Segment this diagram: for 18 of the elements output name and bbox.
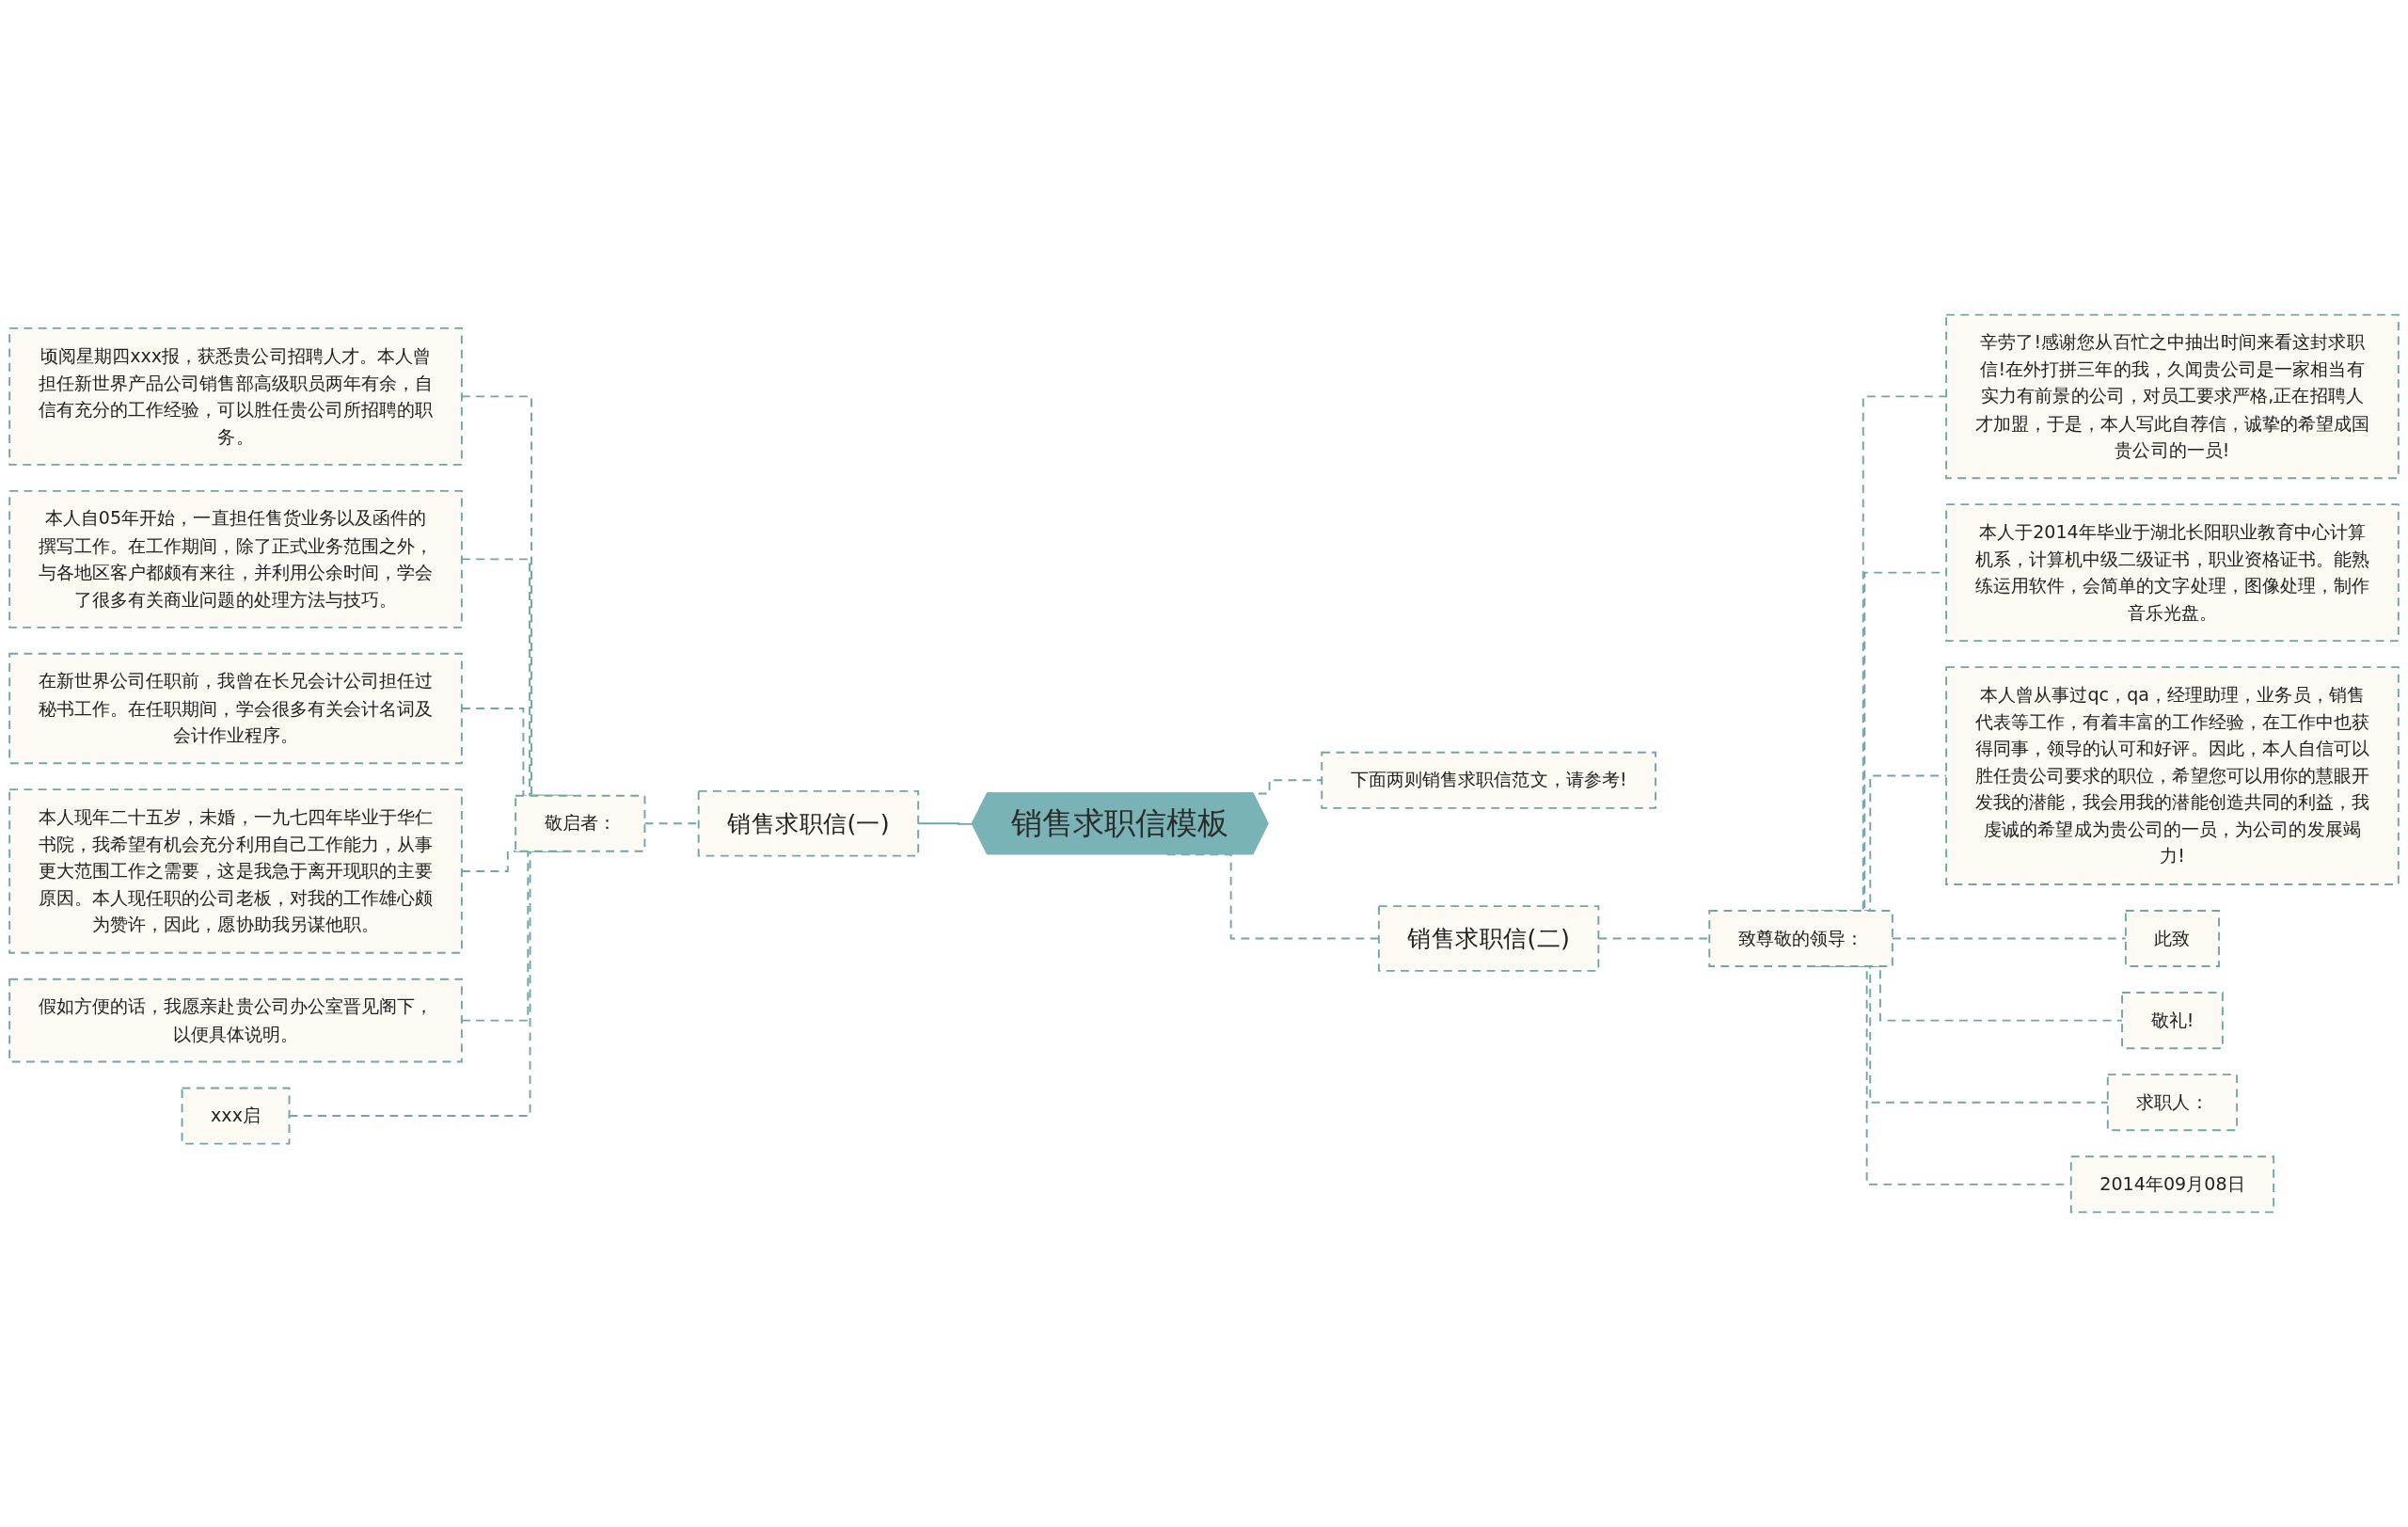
node-box: 销售求职信(一): [697, 789, 920, 857]
node-box: 此致: [2124, 909, 2220, 967]
node-box: 顷阅星期四xxx报，获悉贵公司招聘人才。本人曾担任新世界产品公司销售部高级职员两年有余，自信有充分的工作经验，可以胜任贵公司所招聘的职务。: [8, 326, 463, 466]
node-box: 求职人：: [2106, 1074, 2239, 1132]
node-box: 本人现年二十五岁，未婚，一九七四年毕业于华仁书院，我希望有机会充分利用自己工作能力，从事更大范围工作之需要，这是我急于离开现职的主要原因。本人现任职的公司老板，对我的工作雄心颇为赞许，因此，愿协助我另谋他职。: [8, 788, 463, 954]
node-box: 本人自05年开始，一直担任售货业务以及函件的撰写工作。在工作期间，除了正式业务范围之外，与各地区客户都颇有来往，并利用公余时间，学会了很多有关商业问题的处理方法与技巧。: [8, 489, 463, 628]
node-box: 本人于2014年毕业于湖北长阳职业教育中心计算机系，计算机中级二级证书，职业资格证书。能熟练运用软件，会简单的文字处理，图像处理，制作音乐光盘。: [1945, 503, 2400, 643]
node-box: 本人曾从事过qc，qa，经理助理，业务员，销售代表等工作，有着丰富的工作经验，在工作中也获得同事，领导的认可和好评。因此，本人自信可以胜任贵公司要求的职位，希望您可以用你的慧眼开发我的潜能，我会用我的潜能创造共同的利益，我虔诚的希望成为贵公司的一员，为公司的发展竭力!: [1945, 666, 2400, 885]
node-box: 辛劳了!感谢您从百忙之中抽出时间来看这封求职信!在外打拼三年的我，久闻贵公司是一家相当有实力有前景的公司，对员工要求严格,正在招聘人才加盟，于是，本人写此自荐信，诚挚的希望成国贵公司的一员!: [1945, 313, 2400, 480]
node-box: 敬礼!: [2121, 992, 2224, 1050]
node-box: 销售求职信(二): [1377, 905, 1600, 972]
node-box: 下面两则销售求职信范文，请参考!: [1321, 751, 1656, 809]
node-box: xxx启: [181, 1087, 291, 1145]
node-box: 2014年09月08日: [2069, 1155, 2275, 1214]
node-box: 假如方便的话，我愿亲赴贵公司办公室晋见阁下，以便具体说明。: [8, 978, 463, 1063]
node-box: 在新世界公司任职前，我曾在长兄会计公司担任过秘书工作。在任职期间，学会很多有关会计名词及会计作业程序。: [8, 652, 463, 765]
node-box: 敬启者：: [515, 794, 646, 852]
node-box: 致尊敬的领导：: [1708, 909, 1893, 967]
